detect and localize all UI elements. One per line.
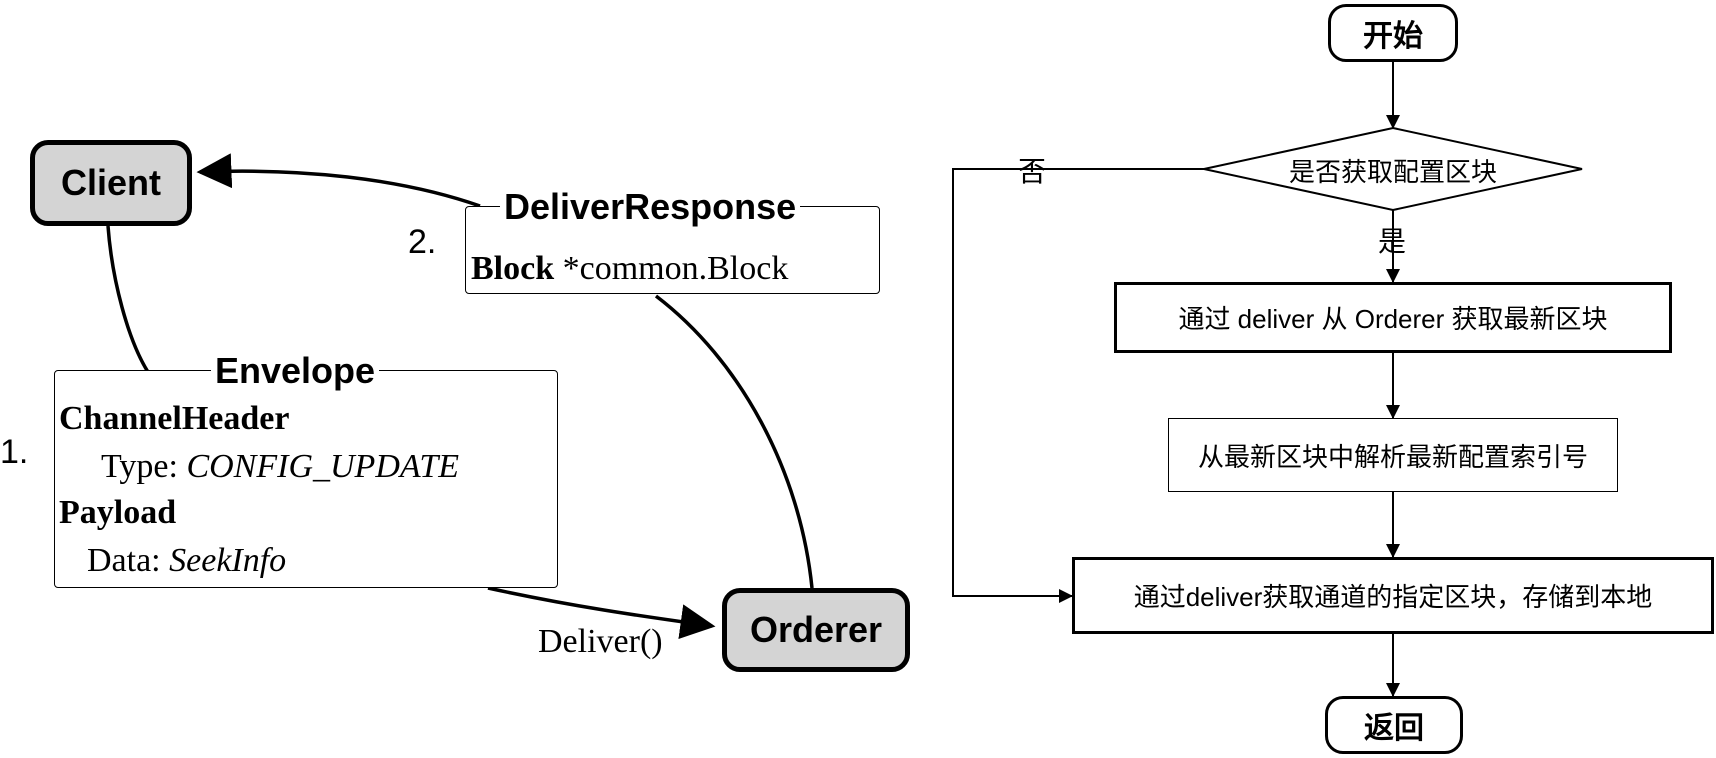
no-label: 否 [1018, 157, 1047, 188]
data-key: Data: [87, 542, 170, 579]
data-value: SeekInfo [169, 542, 287, 579]
client-label: Client [60, 162, 161, 203]
yes-label: 是 [1378, 227, 1407, 258]
block-field-name: Block [471, 250, 555, 287]
arrow-decision-no [952, 168, 1204, 603]
deliver-call-label: Deliver() [538, 623, 663, 660]
flow-end-label: 返回 [1364, 712, 1424, 745]
flow-start-label: 开始 [1363, 20, 1423, 53]
flow-start: 开始 [1328, 4, 1458, 62]
envelope-to-orderer-arrow [487, 586, 716, 640]
step-number-1: 1. [0, 433, 29, 471]
channel-header-field: ChannelHeader [59, 400, 290, 437]
flow-step-fetch-latest: 通过 deliver 从 Orderer 获取最新区块 [1114, 282, 1672, 353]
step-number-2: 2. [408, 223, 437, 261]
decision-label: 是否获取配置区块 [1288, 156, 1497, 187]
type-value: CONFIG_UPDATE [186, 448, 460, 485]
deliver-response-box: DeliverResponse Block *common.Block [465, 187, 880, 294]
response-to-client-arrow [196, 153, 481, 208]
type-key: Type: [101, 448, 187, 485]
parse-label: 从最新区块中解析最新配置索引号 [1197, 441, 1588, 472]
block-field-type: *common.Block [554, 250, 789, 287]
data-line: Data: SeekInfo [87, 541, 286, 581]
flow-end: 返回 [1325, 696, 1463, 754]
payload-field: Payload [59, 494, 177, 531]
envelope-box: Envelope ChannelHeader Type: CONFIG_UPDA… [54, 351, 558, 588]
flow-step-parse: 从最新区块中解析最新配置索引号 [1168, 418, 1618, 492]
client-envelope-link [106, 225, 150, 373]
deliver-response-block-line: Block *common.Block [471, 249, 788, 289]
orderer-response-link [654, 294, 814, 589]
orderer-label: Orderer [749, 609, 883, 650]
type-line: Type: CONFIG_UPDATE [101, 447, 459, 487]
deliver-response-title: DeliverResponse [500, 187, 801, 227]
client-node: Client [30, 140, 192, 226]
envelope-title: Envelope [211, 351, 380, 391]
fetch-latest-label: 通过 deliver 从 Orderer 获取最新区块 [1178, 304, 1608, 334]
flow-step-fetch-store: 通过deliver获取通道的指定区块，存储到本地 [1072, 557, 1714, 634]
fetch-store-label: 通过deliver获取通道的指定区块，存储到本地 [1133, 582, 1653, 612]
orderer-node: Orderer [722, 588, 910, 672]
